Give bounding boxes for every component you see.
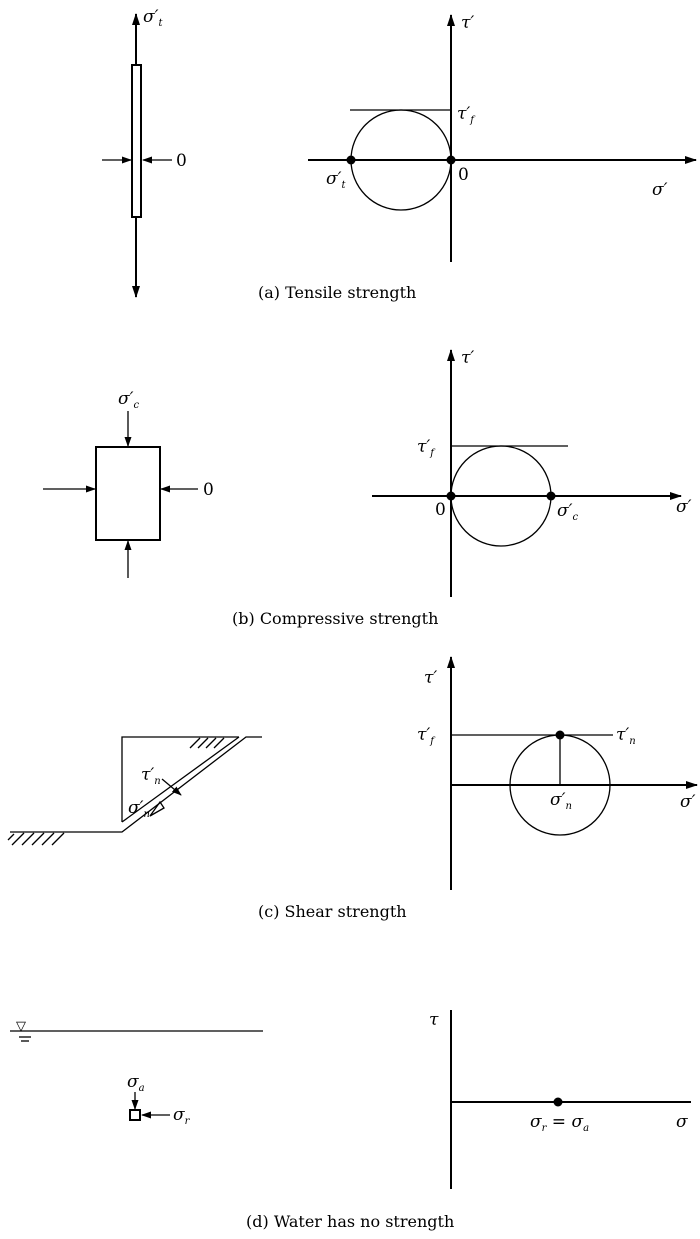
tau-axis-label: τ′ (424, 668, 437, 688)
ground-surface (10, 736, 262, 833)
tau-n-label: τ′n (616, 725, 636, 747)
sigma-n-label: σ′n (550, 790, 572, 812)
point-sigma-t (346, 155, 356, 165)
caption-c: (c) Shear strength (258, 902, 407, 921)
water-surface-symbol: ▽ (16, 1019, 26, 1034)
specimen-lateral-label: 0 (176, 151, 187, 171)
compression-block-specimen (95, 446, 161, 541)
point-origin (446, 155, 456, 165)
panel-b-compressive: σ′c 0 τ′ σ′ τ′f 0 σ′c (b) Compressive st… (43, 348, 692, 628)
tensile-bar-specimen (131, 64, 142, 218)
specimen-lateral-label: 0 (203, 480, 214, 500)
caption-a: (a) Tensile strength (258, 283, 416, 302)
panel-d-water: ▽ σa σr τ σ σr = σa (d) Water has no str… (10, 1010, 691, 1231)
sigma-c-label: σ′c (557, 501, 578, 523)
tau-axis-label: τ′ (461, 348, 474, 368)
normal-stress-triangle (149, 800, 165, 817)
soil-wedge (121, 736, 239, 822)
water-element (129, 1109, 141, 1121)
tau-f-label: τ′f (457, 104, 476, 126)
tau-f-label: τ′f (417, 725, 436, 747)
sigma-a-label: σa (127, 1072, 145, 1094)
sigma-axis-label: σ′ (680, 792, 696, 812)
tau-axis-label: τ′ (461, 13, 474, 33)
tau-f-label: τ′f (417, 437, 436, 459)
origin-label: 0 (435, 500, 446, 520)
sigma-r-label: σr (173, 1105, 191, 1127)
tau-axis-label: τ (429, 1010, 439, 1030)
specimen-top-load-label: σ′c (118, 389, 139, 411)
point-water (553, 1097, 563, 1107)
panel-a-tensile: σ′t 0 τ′ σ′ τ′f σ′t 0 (a) Tensile streng… (102, 7, 697, 302)
slope-parallel-line (121, 736, 240, 823)
point-failure (555, 730, 565, 740)
slope-tau-n-label: τ′n (141, 765, 161, 787)
point-label: σr = σa (530, 1112, 589, 1134)
point-sigma-c (546, 491, 556, 501)
sigma-axis-label: σ′ (676, 497, 692, 517)
caption-b: (b) Compressive strength (232, 609, 438, 628)
specimen-top-load-label: σ′t (143, 7, 163, 29)
ground-hatch-bottom (7, 832, 65, 846)
shear-arrow (161, 778, 182, 796)
origin-label: 0 (458, 165, 469, 185)
caption-d: (d) Water has no strength (246, 1212, 454, 1231)
ground-hatch-top (189, 737, 225, 749)
slope-sigma-n-label: σ′n (128, 798, 150, 820)
panel-c-shear: τ′n σ′n τ′ σ′ τ′f τ′n σ′n (c) Shear stre… (7, 656, 698, 921)
point-origin (446, 491, 456, 501)
sigma-axis-label: σ (676, 1112, 688, 1132)
sigma-axis-label: σ′ (652, 180, 668, 200)
sigma-t-label: σ′t (326, 169, 346, 191)
